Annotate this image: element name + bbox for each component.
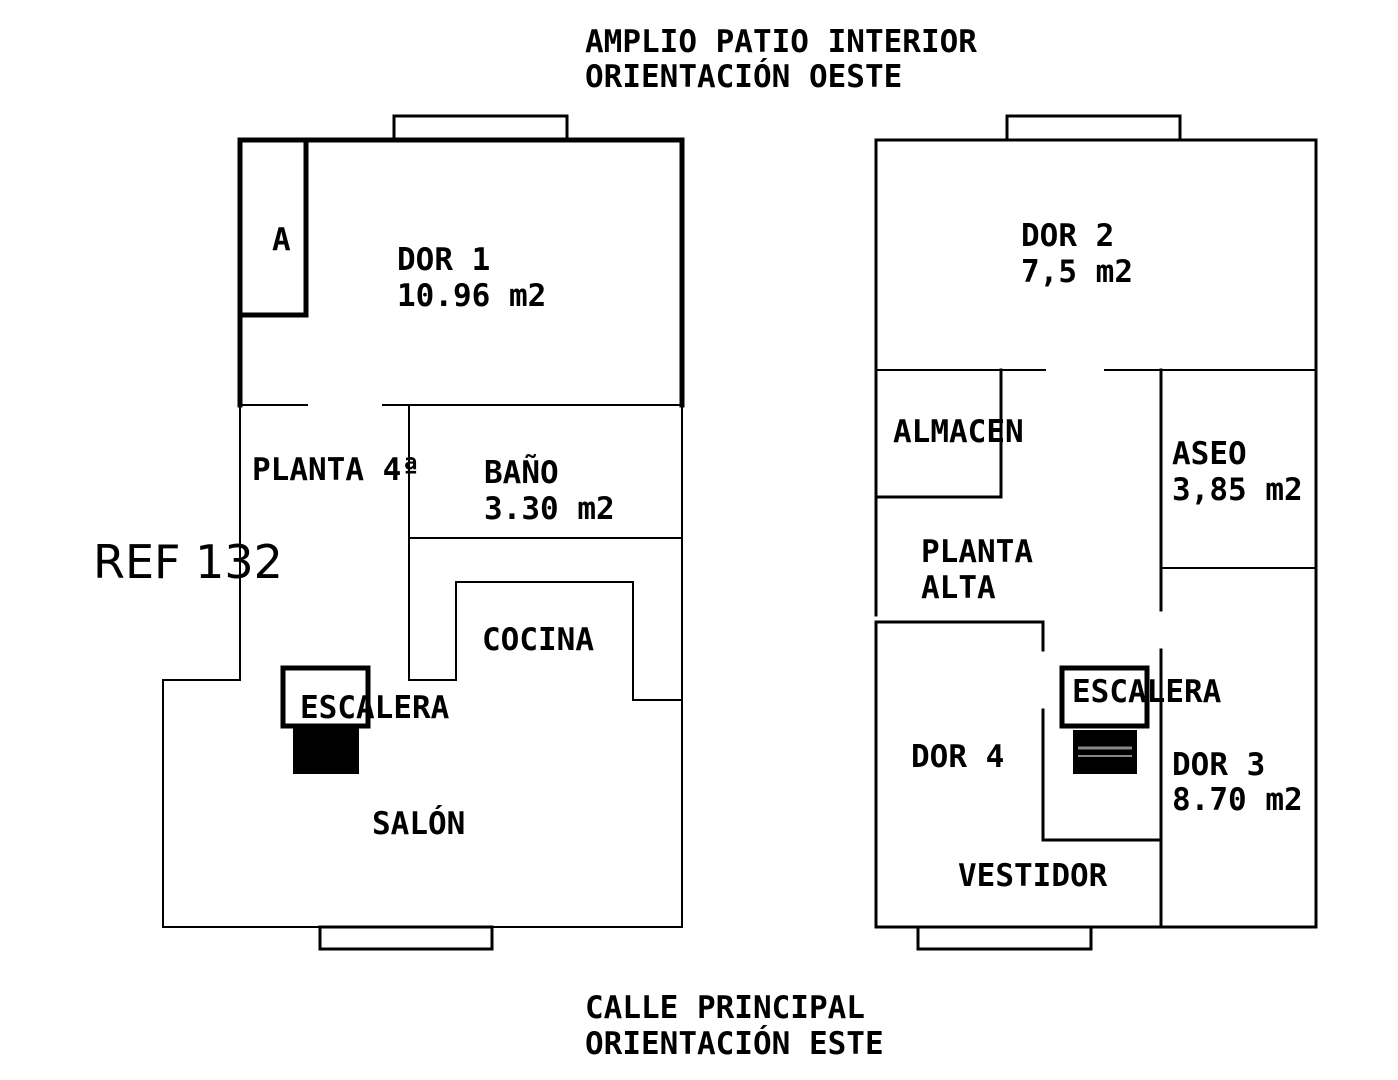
stair-block-left [293,726,359,774]
label-bedroom-1: DOR 1 [397,242,490,278]
window-bottom-left [318,925,494,951]
label-stairs-left: ESCALERA [300,690,450,726]
window-top-left [392,114,569,142]
label-bathroom: BAÑO [484,454,559,491]
label-bedroom-2-area: 7,5 m2 [1021,254,1133,290]
window-bottom-right [916,925,1093,951]
label-toilet-area: 3,85 m2 [1172,472,1303,508]
bedroom-2-walls [874,138,1318,372]
window-top-right [1005,114,1182,142]
label-bedroom-3-area: 8.70 m2 [1172,782,1303,818]
kitchen-walls [408,581,683,701]
footer-line-2: ORIENTACIÓN ESTE [585,1025,884,1062]
wardrobe-walls [237,137,309,318]
label-upper-floor-2: ALTA [921,570,996,606]
label-living-room: SALÓN [372,805,465,842]
floor-plan-left [162,114,685,951]
floor-plan-right [874,114,1318,951]
living-outer-walls [162,404,683,928]
label-bedroom-4: DOR 4 [911,739,1004,775]
label-bedroom-3: DOR 3 [1172,747,1265,783]
label-kitchen: COCINA [482,622,594,658]
label-upper-floor-1: PLANTA [921,534,1033,570]
dressing-room-walls [1041,708,1163,842]
label-wardrobe: A [272,222,291,258]
stair-box-right [1059,665,1150,729]
reference-code: REF 132 [93,535,283,589]
label-bedroom-1-area: 10.96 m2 [397,278,546,314]
label-bathroom-area: 3.30 m2 [484,491,615,527]
label-bedroom-2: DOR 2 [1021,218,1114,254]
header-line-1: AMPLIO PATIO INTERIOR [585,24,977,60]
label-stairs-right: ESCALERA [1072,674,1222,710]
label-toilet: ASEO [1172,436,1247,472]
stair-block-right [1073,730,1137,774]
header-line-2: ORIENTACIÓN OESTE [585,58,902,95]
storage-walls [874,368,1003,499]
label-storage: ALMACEN [893,414,1024,450]
label-dressing-room: VESTIDOR [958,858,1108,894]
footer-line-1: CALLE PRINCIPAL [585,990,865,1026]
label-floor-4: PLANTA 4ª [252,452,420,488]
